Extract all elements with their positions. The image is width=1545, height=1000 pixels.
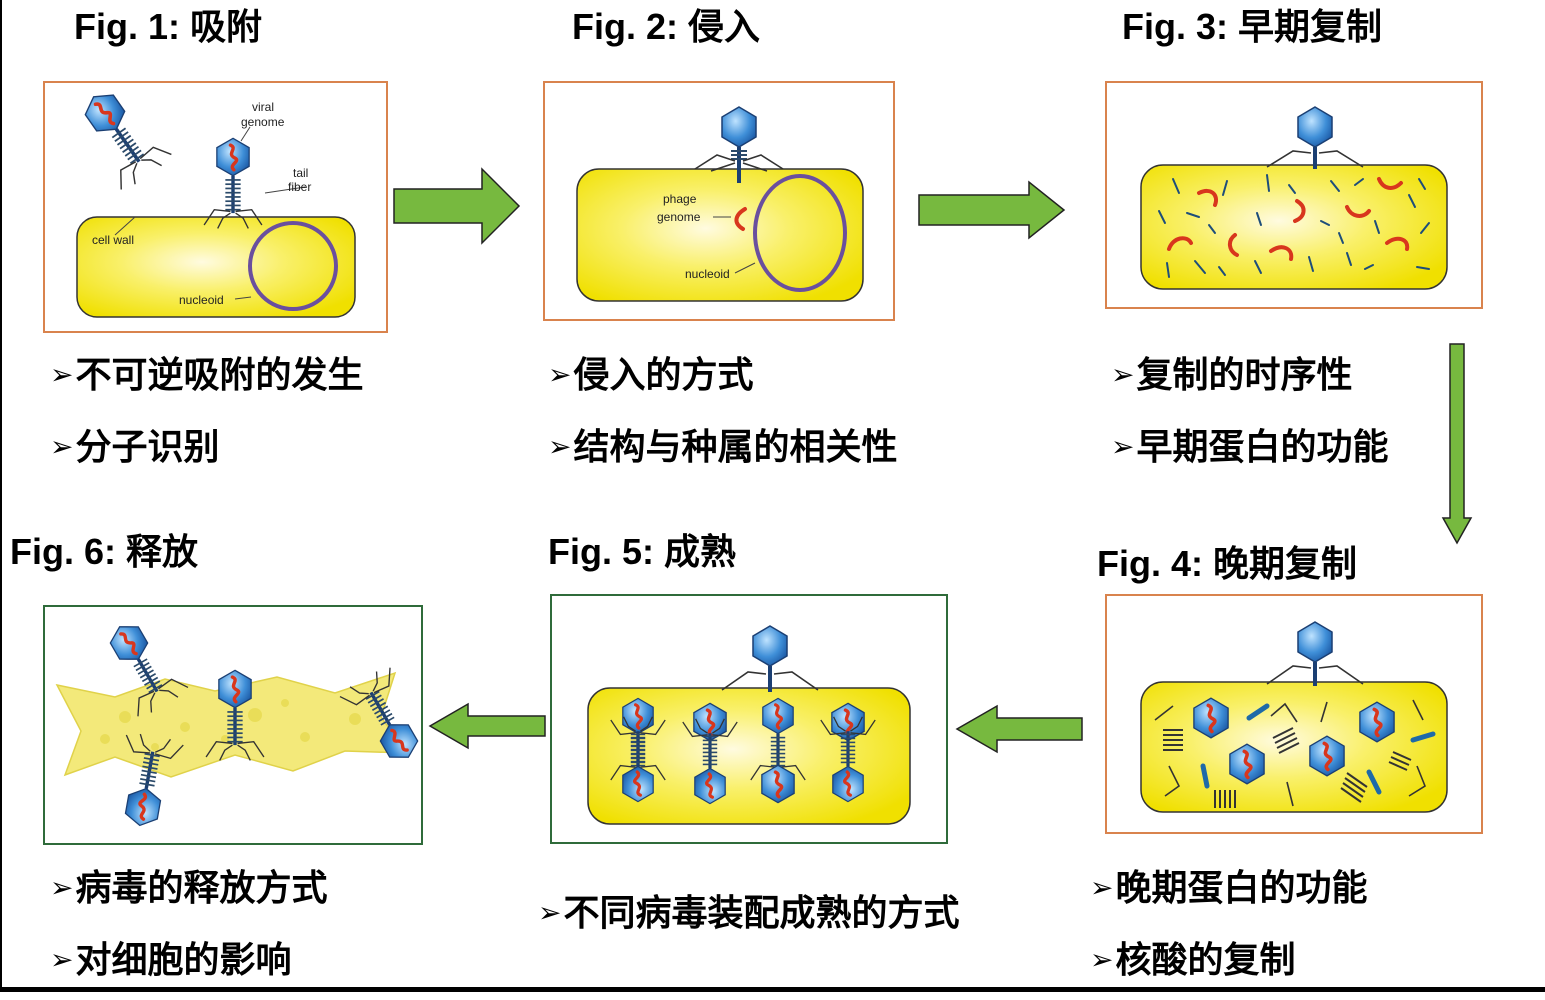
fig2-penetration-panel: phage genome nucleoid — [543, 81, 895, 321]
bullet-item: ➢不可逆吸附的发生 — [50, 358, 363, 394]
fig5-maturation-panel — [550, 594, 948, 844]
bullet-marker: ➢ — [50, 358, 74, 391]
bullet-item: ➢侵入的方式 — [548, 358, 753, 394]
bullet-item: ➢分子识别 — [50, 430, 219, 466]
bullet-text: 结构与种属的相关性 — [573, 427, 898, 468]
bullet-item: ➢晚期蛋白的功能 — [1090, 871, 1367, 907]
bullet-item: ➢结构与种属的相关性 — [548, 430, 897, 466]
arrow-fig1-to-fig2 — [393, 167, 521, 245]
label-cell-wall: cell wall — [92, 233, 134, 247]
fig6-title: Fig. 6: 释放 — [10, 531, 198, 572]
fig4-late-replication-panel — [1105, 594, 1483, 834]
label-fiber: fiber — [288, 180, 311, 194]
arrow-fig5-to-fig6 — [428, 702, 546, 750]
fig6-release-panel — [43, 605, 423, 845]
label-nucleoid: nucleoid — [179, 293, 224, 307]
arrow-fig3-to-fig4 — [1441, 343, 1473, 545]
label-viral: viral — [252, 100, 274, 114]
bullet-text: 复制的时序性 — [1136, 355, 1353, 396]
bullet-marker: ➢ — [50, 943, 74, 976]
bullet-item: ➢早期蛋白的功能 — [1111, 430, 1388, 466]
bullet-text: 不同病毒装配成熟的方式 — [563, 893, 960, 934]
fig3-early-replication-panel — [1105, 81, 1483, 309]
label-nucleoid-2: nucleoid — [685, 267, 730, 281]
fig2-title: Fig. 2: 侵入 — [572, 6, 760, 47]
label-phage: phage — [663, 192, 697, 206]
bullet-marker: ➢ — [1090, 943, 1114, 976]
label-genome: genome — [241, 115, 285, 129]
bullet-item: ➢病毒的释放方式 — [50, 871, 327, 907]
bullet-marker: ➢ — [50, 871, 74, 904]
left-border — [0, 0, 2, 990]
fig1-adsorption-panel: viral genome tail fiber cell wall nucleo… — [43, 81, 388, 333]
bullet-item: ➢对细胞的影响 — [50, 943, 291, 979]
arrow-fig2-to-fig3 — [918, 180, 1066, 240]
fig4-title: Fig. 4: 晚期复制 — [1097, 543, 1357, 584]
bullet-marker: ➢ — [548, 358, 572, 391]
bullet-text: 核酸的复制 — [1115, 940, 1296, 981]
bullet-text: 对细胞的影响 — [75, 940, 292, 981]
label-tail: tail — [293, 166, 308, 180]
bullet-text: 病毒的释放方式 — [75, 868, 328, 909]
fig5-title: Fig. 5: 成熟 — [548, 531, 736, 572]
fig3-title: Fig. 3: 早期复制 — [1122, 6, 1382, 47]
bullet-marker: ➢ — [50, 430, 74, 463]
bullet-marker: ➢ — [538, 896, 562, 929]
arrow-fig4-to-fig5 — [955, 704, 1083, 754]
bullet-marker: ➢ — [1111, 430, 1135, 463]
fig1-title: Fig. 1: 吸附 — [74, 6, 262, 47]
bullet-text: 晚期蛋白的功能 — [1115, 868, 1368, 909]
bullet-marker: ➢ — [1111, 358, 1135, 391]
bullet-item: ➢不同病毒装配成熟的方式 — [538, 896, 959, 932]
bottom-border — [0, 987, 1545, 992]
bullet-text: 早期蛋白的功能 — [1136, 427, 1389, 468]
bullet-text: 不可逆吸附的发生 — [75, 355, 364, 396]
label-genome-2: genome — [657, 210, 701, 224]
bullet-item: ➢核酸的复制 — [1090, 943, 1295, 979]
bullet-text: 分子识别 — [75, 427, 220, 468]
bullet-text: 侵入的方式 — [573, 355, 754, 396]
bullet-item: ➢复制的时序性 — [1111, 358, 1352, 394]
bullet-marker: ➢ — [548, 430, 572, 463]
bullet-marker: ➢ — [1090, 871, 1114, 904]
